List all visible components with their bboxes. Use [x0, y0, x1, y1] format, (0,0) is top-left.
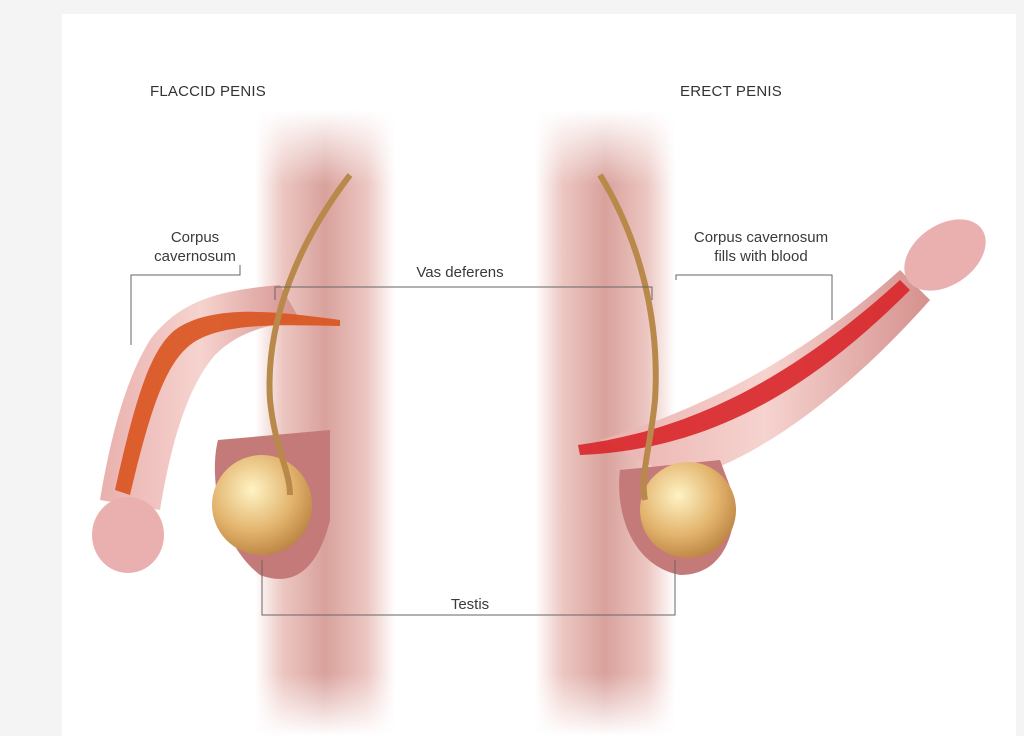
heading-flaccid: FLACCID PENIS	[150, 83, 266, 100]
flaccid-penis	[92, 173, 353, 579]
corpus-cavernosum-flaccid	[115, 311, 340, 495]
testis-left	[212, 455, 312, 555]
label-testis: Testis	[450, 596, 490, 613]
label-line: Corpus	[170, 229, 220, 246]
label-line: fills with blood	[714, 248, 808, 265]
vas-deferens-right	[597, 173, 659, 501]
glans-erect	[904, 219, 986, 291]
label-line: cavernosum	[154, 248, 236, 265]
heading-erect: ERECT PENIS	[680, 83, 782, 100]
label-corpus-cavernosum: Corpus cavernosum	[145, 228, 245, 266]
erect-penis	[578, 173, 986, 575]
label-line: Corpus cavernosum	[693, 229, 829, 246]
label-vas-deferens: Vas deferens	[400, 263, 520, 282]
testis-right	[640, 462, 736, 558]
label-corpus-fills-with-blood: Corpus cavernosum fills with blood	[668, 228, 854, 266]
leader-lines	[130, 265, 833, 616]
glans-flaccid	[92, 497, 164, 573]
vas-deferens-left	[266, 173, 353, 496]
right-torso	[535, 110, 675, 736]
